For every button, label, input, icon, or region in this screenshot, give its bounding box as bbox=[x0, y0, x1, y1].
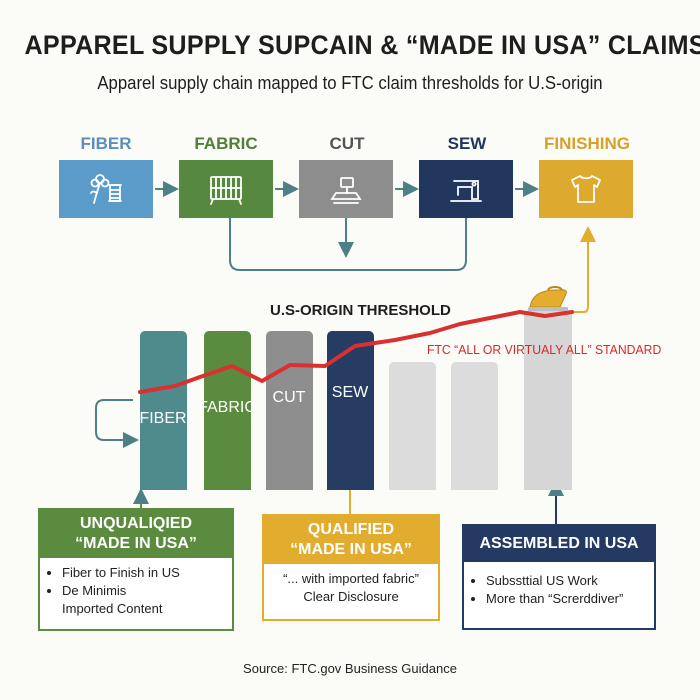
card-assembled: ASSEMBLED IN USA Subssttial US Work More… bbox=[462, 524, 656, 630]
card-unqualified-bullets: Fiber to Finish in US De Minimis Importe… bbox=[40, 564, 232, 618]
ftc-standard-label: FTC “ALL OR VIRTUALY ALL” STANDARD bbox=[427, 342, 662, 357]
finishing-arrow bbox=[572, 226, 596, 313]
card-unqualified-title-2: “MADE IN USA” bbox=[75, 535, 197, 552]
bar-finishing bbox=[524, 310, 572, 490]
card-qualified: QUALIFIED “MADE IN USA” “... with import… bbox=[262, 514, 440, 621]
bar-label-cut: CUT bbox=[272, 389, 306, 406]
stage-box-fiber bbox=[59, 160, 153, 218]
card-qualified-title-1: QUALIFIED bbox=[307, 521, 395, 538]
card-assembled-bullet: More than “Screrddiver” bbox=[486, 590, 654, 608]
page-title: APPAREL SUPPLY SUPCAIN & “MADE IN USA” C… bbox=[24, 30, 700, 60]
bar-sew bbox=[327, 331, 374, 490]
stage-label-finishing: FINISHING bbox=[544, 134, 630, 153]
bar-empty-2 bbox=[451, 362, 498, 490]
card-assembled-header: ASSEMBLED IN USA bbox=[464, 526, 654, 562]
stage-label-cut: CUT bbox=[329, 134, 365, 153]
stage-box-fabric bbox=[179, 160, 273, 218]
card-unqualified-title-1: UNQUALIQIED bbox=[80, 515, 192, 532]
loom-icon bbox=[210, 176, 242, 205]
bar-empty-1 bbox=[389, 362, 436, 490]
flow-loop bbox=[229, 218, 467, 271]
card-assembled-bullets: Subssttial US Work More than “Screrddive… bbox=[464, 572, 654, 608]
stage-label-sew: SEW bbox=[447, 134, 487, 153]
cotton-spool-icon bbox=[90, 174, 122, 204]
page-subtitle: Apparel supply chain mapped to FTC claim… bbox=[97, 73, 603, 93]
threshold-label: U.S-ORIGIN THRESHOLD bbox=[270, 302, 451, 319]
cutting-machine-icon bbox=[330, 177, 362, 204]
card-qualified-line-1: “... with imported fabric” bbox=[283, 571, 419, 586]
bar-label-fiber: FIBER bbox=[139, 410, 187, 427]
bar-label-fabric: FABRIC bbox=[198, 399, 256, 416]
card-unqualified-bullet: Imported Content bbox=[62, 601, 163, 616]
card-qualified-title-2: “MADE IN USA” bbox=[290, 541, 412, 558]
stage-box-finishing bbox=[539, 160, 633, 218]
card-qualified-line-2: Clear Disclosure bbox=[303, 589, 399, 604]
t-shirt-icon bbox=[571, 175, 601, 203]
sewing-machine-icon bbox=[450, 180, 482, 202]
card-assembled-bullet: Subssttial US Work bbox=[486, 572, 654, 590]
card-unqualified-bullet: De Minimis bbox=[62, 582, 232, 600]
stage-box-cut bbox=[299, 160, 393, 218]
stage-label-fiber: FIBER bbox=[80, 134, 132, 153]
card-qualified-header: QUALIFIED “MADE IN USA” bbox=[264, 516, 438, 564]
stage-label-fabric: FABRIC bbox=[194, 134, 258, 153]
card-unqualified-header: UNQUALIQIED “MADE IN USA” bbox=[40, 510, 232, 558]
bar-cut bbox=[266, 331, 313, 490]
source-note: Source: FTC.gov Business Guidance bbox=[243, 661, 457, 676]
card-unqualified-bullet: Fiber to Finish in US bbox=[62, 564, 232, 582]
card-unqualified: UNQUALIQIED “MADE IN USA” Fiber to Finis… bbox=[38, 508, 234, 631]
iron-icon bbox=[528, 286, 568, 311]
bar-label-sew: SEW bbox=[331, 384, 369, 401]
stage-box-sew bbox=[419, 160, 513, 218]
